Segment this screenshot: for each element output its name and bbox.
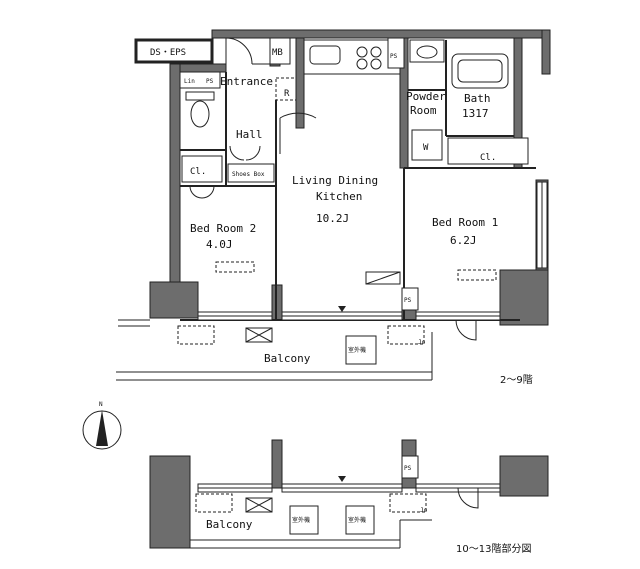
hall-doors[interactable] [189, 112, 317, 199]
entrance-door[interactable] [225, 37, 270, 65]
lower-walls [149, 439, 549, 549]
lin-label: Lin [184, 78, 195, 85]
service-door-lower[interactable] [457, 487, 479, 509]
powder-room-label-1: Powder [406, 90, 446, 103]
aircon-upper-mark: Jo [418, 339, 426, 346]
outdoor-unit-lower-1: 室外機 [292, 516, 310, 524]
north-compass: N [82, 401, 122, 450]
bed-room-2-label-2: 4.0J [206, 238, 233, 251]
outdoor-unit-lower-2: 室外機 [348, 516, 366, 524]
window-bed-room-1 [536, 181, 548, 269]
living-label-3: 10.2J [316, 212, 349, 225]
ps-lower-plan [401, 455, 419, 479]
living-aircon [365, 271, 401, 285]
bed-room-1-aircon [457, 269, 497, 281]
balcony-sashes [197, 311, 501, 321]
bath-label-2: 1317 [462, 107, 489, 120]
aircon-lower-mark: Jo [420, 507, 428, 514]
hall-label: Hall [236, 128, 263, 141]
balcony-lower [190, 493, 432, 549]
ps-lower-plan-label: PS [404, 465, 412, 472]
service-door[interactable] [455, 319, 477, 341]
floor-note-lower: 10～13階部分図 [456, 542, 531, 555]
cl-right-label: Cl. [480, 153, 496, 163]
ps-kitchen [387, 37, 405, 69]
ds-eps-label: DS・EPS [150, 48, 186, 58]
floor-note-upper: 2～9階 [500, 374, 533, 386]
bed-room-2-aircon [215, 261, 255, 273]
washer-pan [411, 129, 443, 161]
balcony-upper [116, 319, 433, 381]
lin-closet [179, 71, 221, 89]
mb-text: MB [272, 48, 283, 58]
powder-room-label-2: Room [410, 104, 437, 117]
living-label-1: Living Dining [292, 174, 378, 187]
kitchen-counter [303, 39, 401, 75]
bed-room-1-label-2: 6.2J [450, 234, 477, 247]
ps-label-upper-left: PS [206, 78, 214, 85]
ds-eps-box [134, 38, 214, 64]
refrigerator-mark: R [284, 89, 290, 99]
washer-mark: W [423, 143, 429, 153]
outdoor-unit-upper: 室外機 [348, 346, 366, 354]
entry-arrow-lower [338, 476, 346, 482]
ps-kitchen-label: PS [390, 53, 398, 60]
compass-north-label: N [99, 401, 103, 408]
mb-box [269, 37, 291, 65]
lower-lines [197, 483, 501, 493]
shoes-box-label: Shoes Box [232, 171, 265, 178]
bath-label-1: Bath [464, 92, 491, 105]
toilet [185, 91, 215, 128]
entry-arrow-upper [338, 306, 346, 312]
closet-right [447, 137, 529, 165]
cl-left-label: Cl. [190, 167, 206, 177]
ps-lower [401, 287, 419, 311]
shoes-box [227, 163, 275, 183]
bed-room-1-label-1: Bed Room 1 [432, 216, 498, 229]
ps-lower-label: PS [404, 297, 412, 304]
step-area [275, 77, 297, 101]
balcony-lower-label: Balcony [206, 518, 253, 531]
balcony-upper-label: Balcony [264, 352, 311, 365]
closet-left [181, 155, 223, 183]
bed-room-2-label-1: Bed Room 2 [190, 222, 256, 235]
living-label-2: Kitchen [316, 190, 362, 203]
entrance-label: Entrance [220, 75, 273, 88]
